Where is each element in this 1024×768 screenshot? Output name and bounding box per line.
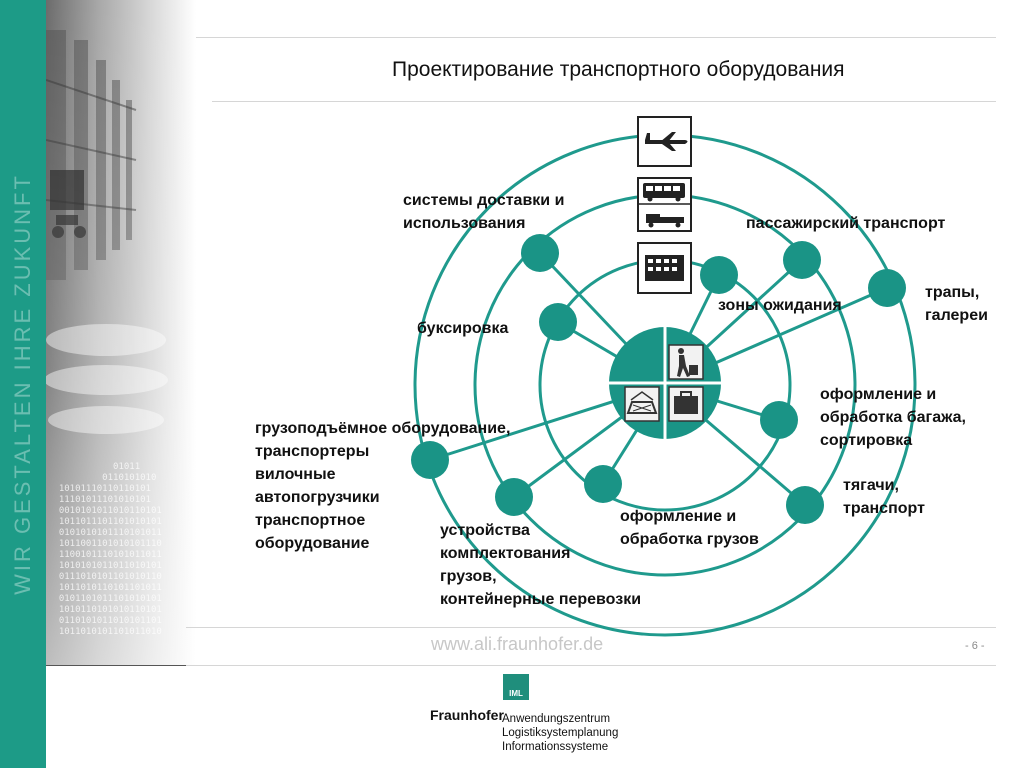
- footer-divider-top: [186, 627, 996, 628]
- bus-icon: [643, 183, 685, 202]
- node-tractors: [786, 486, 824, 524]
- label-passenger-transport: пассажирский транспорт: [746, 215, 946, 232]
- node-baggage: [760, 401, 798, 439]
- label-picking-devices: устройства комплектования грузов, контей…: [440, 522, 642, 608]
- title-underline: [212, 101, 996, 102]
- label-baggage-handling: оформление и обработка багажа, сортировк…: [820, 386, 966, 449]
- website-url: www.ali.fraunhofer.de: [431, 634, 604, 654]
- label-delivery-systems: системы доставки и использования: [403, 192, 565, 232]
- org-line-2: Logistiksystemplanung: [502, 727, 619, 739]
- label-waiting-zones: зоны ожидания: [718, 297, 842, 314]
- binary-texture: 01011 0110101010 10101110110110101 11101…: [58, 462, 162, 637]
- node-delivery: [521, 234, 559, 272]
- node-passenger: [783, 241, 821, 279]
- label-tractors-transport: тягачи, транспорт: [843, 477, 925, 517]
- nodes: [411, 234, 906, 524]
- apron-vehicle-icon: [646, 214, 684, 228]
- traveler-with-luggage-icon: [668, 344, 704, 380]
- node-ramps: [868, 269, 906, 307]
- org-line-3: Informationssysteme: [502, 741, 609, 753]
- sidebar-stripe: WIR GESTALTEN IHRE ZUKUNFT: [0, 0, 46, 768]
- node-waiting: [700, 256, 738, 294]
- footer-divider-base: [46, 665, 186, 666]
- label-cargo-handling: оформление и обработка грузов: [620, 508, 759, 548]
- conveyor-icon: [624, 386, 660, 422]
- node-towing: [539, 303, 577, 341]
- suitcase-icon: [668, 386, 704, 422]
- page-title: Проектирование транспортного оборудовани…: [392, 58, 845, 81]
- warehouse-photo: 01011 0110101010 10101110110110101 11101…: [46, 0, 196, 665]
- node-picking: [495, 478, 533, 516]
- airplane-icon: [637, 116, 692, 167]
- page-number: - 6 -: [965, 640, 985, 652]
- photo-fade: [46, 0, 196, 665]
- label-lifting-equipment: грузоподъёмное оборудование, транспортер…: [255, 420, 511, 552]
- node-lifting: [411, 441, 449, 479]
- terminal-building-icon: [637, 242, 692, 294]
- iml-logo: IML: [503, 674, 529, 700]
- label-ramps-galleries: трапы, галереи: [925, 284, 988, 324]
- label-towing: буксировка: [417, 320, 509, 337]
- node-cargo: [584, 465, 622, 503]
- org-line-1: Anwendungszentrum: [502, 713, 611, 725]
- top-divider-left: [196, 37, 996, 38]
- iml-logo-text: IML: [509, 689, 523, 698]
- fraunhofer-name: Fraunhofer: [430, 707, 504, 723]
- footer-divider-bottom: [186, 665, 996, 666]
- central-hub: [609, 327, 721, 439]
